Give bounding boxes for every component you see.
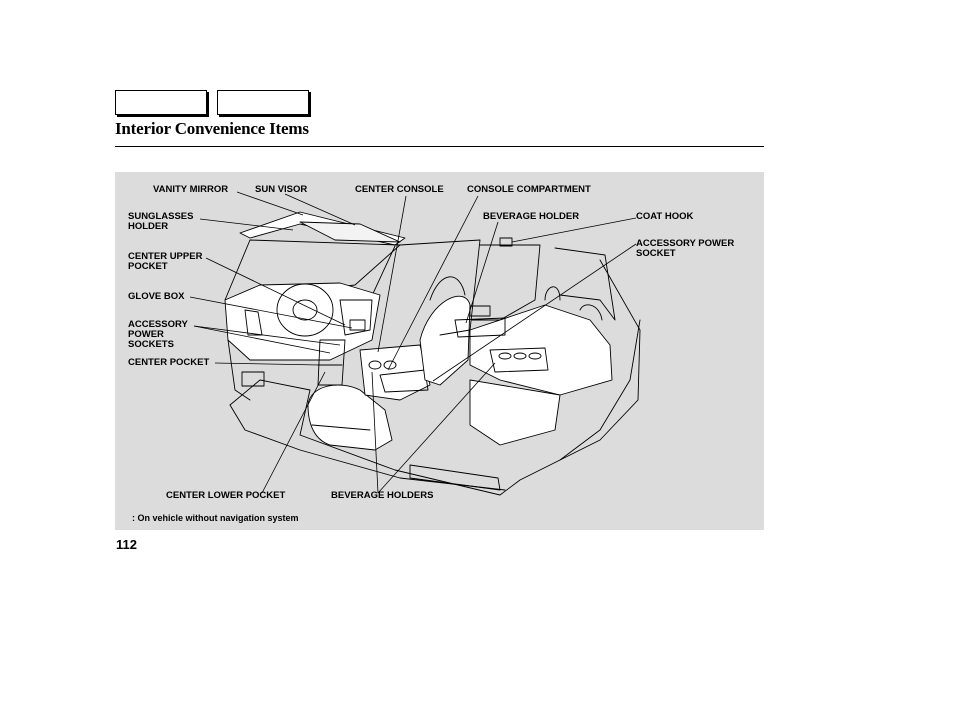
callout-coat-hook: COAT HOOK xyxy=(636,212,693,222)
callout-center-upper-pocket: CENTER UPPER POCKET xyxy=(128,252,202,272)
callout-sun-visor: SUN VISOR xyxy=(255,185,307,195)
callout-center-lower-pocket: CENTER LOWER POCKET xyxy=(166,491,285,501)
title-divider xyxy=(115,146,764,147)
callout-vanity-mirror: VANITY MIRROR xyxy=(153,185,228,195)
callout-glove-box: GLOVE BOX xyxy=(128,292,184,302)
nav-button-2[interactable] xyxy=(217,90,309,115)
callout-beverage-holder: BEVERAGE HOLDER xyxy=(483,212,579,222)
callout-center-console: CENTER CONSOLE xyxy=(355,185,444,195)
callout-center-pocket: CENTER POCKET xyxy=(128,358,209,368)
callout-accessory-power-socket: ACCESSORY POWER SOCKET xyxy=(636,239,734,259)
callout-beverage-holders: BEVERAGE HOLDERS xyxy=(331,491,433,501)
interior-illustration-panel xyxy=(115,172,764,530)
callout-sunglasses-holder: SUNGLASSES HOLDER xyxy=(128,212,193,232)
page-title: Interior Convenience Items xyxy=(115,119,309,139)
footnote: : On vehicle without navigation system xyxy=(132,513,299,523)
callout-console-compartment: CONSOLE COMPARTMENT xyxy=(467,185,591,195)
callout-accessory-power-sockets: ACCESSORY POWER SOCKETS xyxy=(128,320,188,350)
nav-button-1[interactable] xyxy=(115,90,207,115)
page-number: 112 xyxy=(116,537,137,552)
